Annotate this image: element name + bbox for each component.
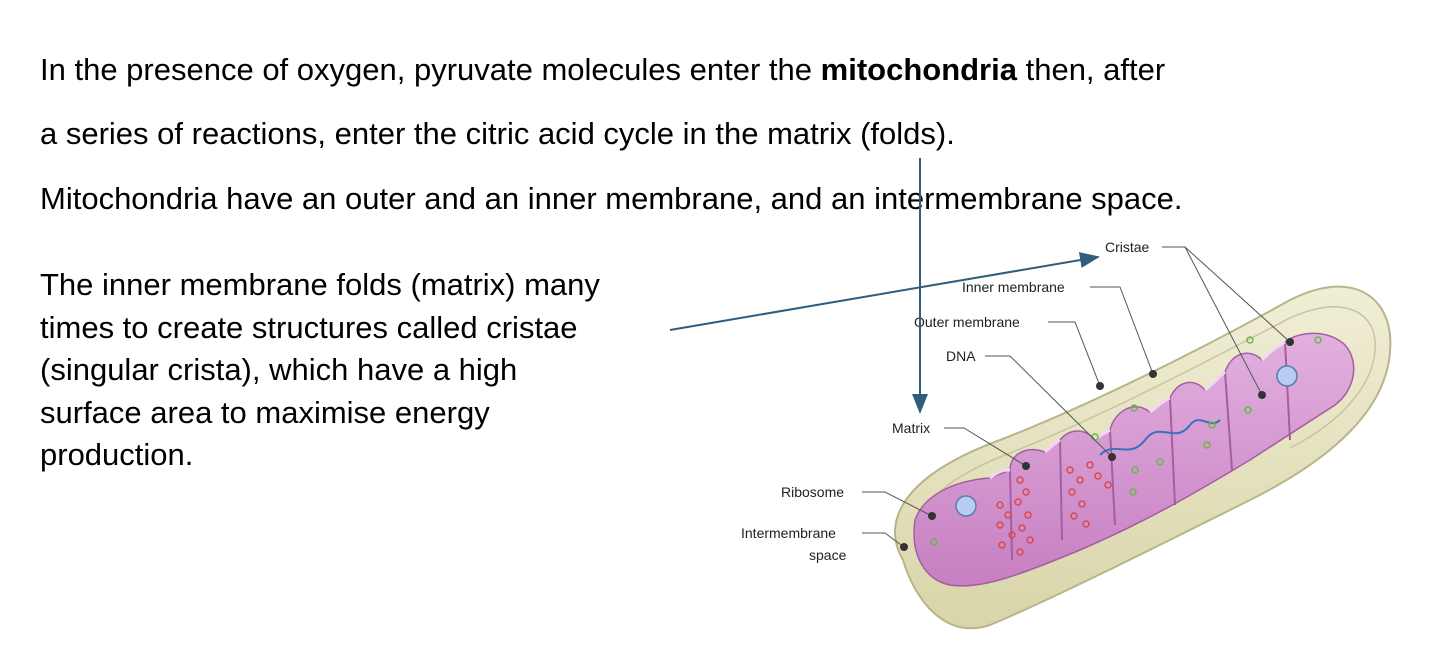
intro-line-1-start: In the presence of oxygen, pyruvate mole…: [40, 52, 821, 87]
paragraph-line: The inner membrane folds (matrix) many: [40, 267, 600, 302]
paragraph-line: surface area to maximise energy: [40, 394, 490, 430]
label-leaders: [862, 246, 1291, 548]
label-dna: DNA: [946, 348, 976, 364]
paragraph-line: (singular crista), which have a high: [40, 352, 518, 387]
leader-endpoints: [900, 338, 1294, 551]
matrix-granules: [930, 336, 1322, 546]
cristae-paragraph: The inner membrane folds (matrix) many t…: [40, 264, 720, 477]
inner-membrane-cristae: [913, 332, 1355, 587]
vesicle-2: [1276, 365, 1298, 387]
paragraph-line: production.: [40, 437, 194, 472]
label-ribosome: Ribosome: [781, 484, 844, 500]
label-cristae: Cristae: [1105, 239, 1150, 255]
intro-line-1-end: then, after: [1016, 52, 1166, 87]
vesicle-1: [955, 495, 977, 517]
label-outer-membrane: Outer membrane: [914, 314, 1020, 330]
intro-line-3: Mitochondria have an outer and an inner …: [40, 181, 1183, 216]
mitochondria-term: mitochondria: [820, 52, 1017, 87]
intro-line-1: In the presence of oxygen, pyruvate mole…: [40, 52, 1165, 88]
cristae-pointer-arrow: [669, 252, 1100, 331]
dna-strand: [1099, 419, 1221, 456]
label-inner-membrane: Inner membrane: [962, 279, 1065, 295]
label-intermembrane-line2: space: [809, 547, 847, 563]
paragraph-line: times to create structures called crista…: [40, 309, 578, 345]
intro-line-2: a series of reactions, enter the citric …: [40, 116, 955, 151]
label-intermembrane-line1: Intermembrane: [741, 525, 836, 541]
ribosomes: [996, 461, 1112, 556]
label-matrix: Matrix: [892, 420, 930, 436]
